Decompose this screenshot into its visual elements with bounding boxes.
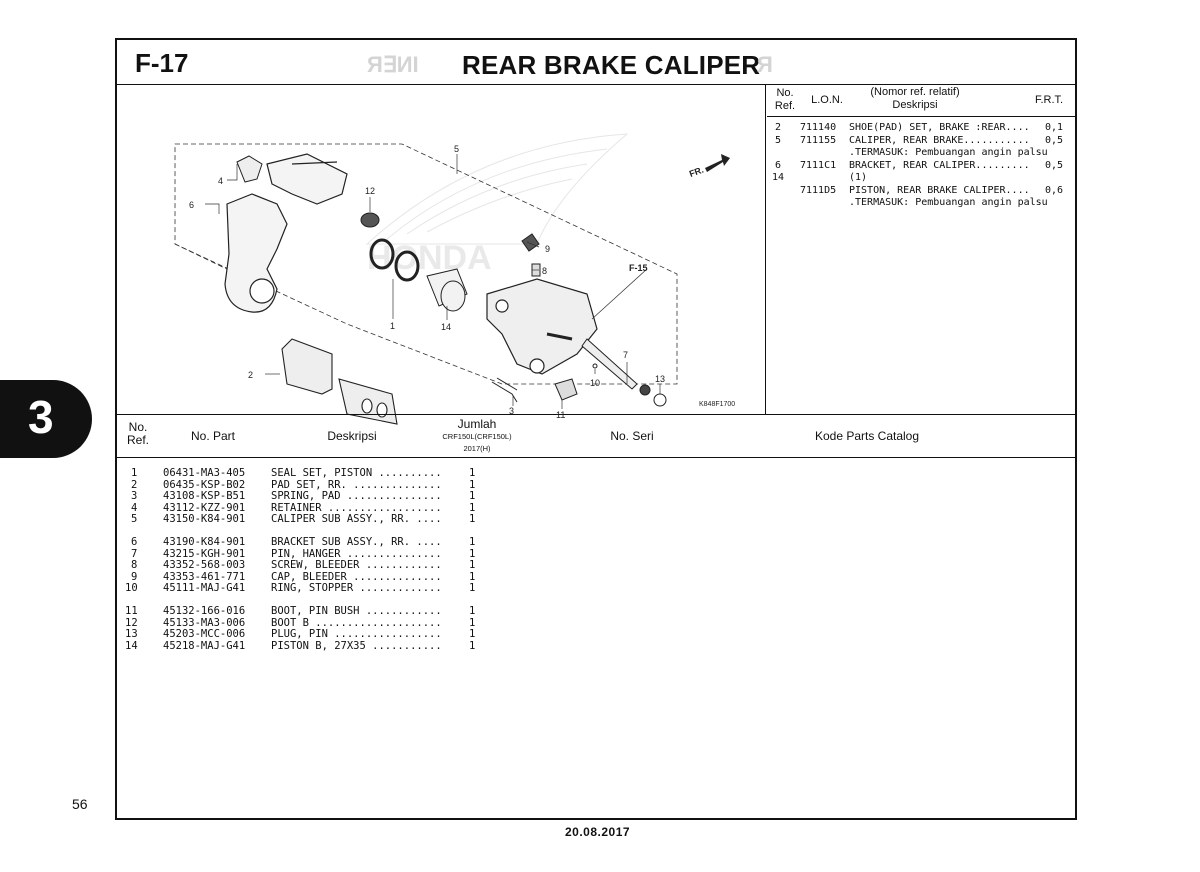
reference-table: No. Ref. L.O.N. (Nomor ref. relatif) Des…: [767, 84, 1075, 414]
front-direction-arrow: [705, 154, 730, 172]
callout-3: 3: [509, 406, 514, 416]
ref-row: .TERMASUK: Pembuangan angin palsu: [849, 147, 1048, 158]
parts-table-header: No. Ref. No. Part Deskripsi Jumlah CRF15…: [117, 414, 1075, 458]
callout-4: 4: [218, 176, 223, 186]
svg-text:HONDA: HONDA: [367, 239, 492, 277]
figure-code: F-17: [135, 48, 189, 78]
callout-9: 9: [545, 244, 550, 254]
catalog-page-frame: F-17 Я∃ИI REAR BRAKE CALIPER Я HONDA: [115, 38, 1077, 820]
page-title: REAR BRAKE CALIPER: [462, 50, 761, 80]
callout-13: 13: [655, 374, 665, 384]
callout-14: 14: [441, 322, 451, 332]
plug-and-ring-parts: [592, 363, 667, 407]
parts-header-no-seri: No. Seri: [610, 429, 654, 443]
caliper-body-part: [486, 278, 598, 375]
seal-rings: [369, 238, 420, 282]
callout-2: 2: [248, 370, 253, 380]
ghost-mirror-text-right: Я: [757, 52, 773, 77]
row-group-gap: [117, 595, 1075, 606]
callout-7: 7: [623, 350, 628, 360]
section-tab-number: 3: [28, 391, 54, 443]
honda-wing-watermark: HONDA: [365, 133, 629, 277]
callout-12: 12: [365, 186, 375, 196]
ref-row: 14(1): [772, 172, 868, 183]
pad-spring-part: [491, 377, 518, 403]
parts-header-catalog: Kode Parts Catalog: [814, 429, 920, 443]
callout-1: 1: [390, 321, 395, 331]
bracket-part: [224, 153, 348, 313]
ref-header-lon: L.O.N.: [811, 94, 843, 106]
piston-part: [426, 268, 468, 312]
parts-header-jumlah: Jumlah: [457, 417, 497, 431]
ref-header-no-ref: No. Ref.: [774, 87, 796, 112]
ref-header-frt: F.R.T.: [1034, 94, 1064, 106]
callout-leader-lines: [205, 154, 661, 409]
callout-6: 6: [189, 200, 194, 210]
pin-bush-boot-part: [554, 378, 578, 401]
parts-header-model: CRF150L(CRF150L): [442, 432, 512, 441]
brake-pads-part: [281, 338, 398, 425]
callout-8: 8: [542, 266, 547, 276]
ref-header-desc: (Nomor ref. relatif) Deskripsi: [870, 86, 960, 111]
parts-header-no-ref: No. Ref.: [126, 420, 149, 447]
boot-part: [360, 212, 380, 228]
caliper-exploded-view: HONDA: [174, 133, 735, 425]
direction-label: FR.: [688, 165, 705, 179]
ref-figure-label: F-15: [629, 263, 648, 273]
exploded-diagram: HONDA: [117, 84, 766, 425]
catalog-date: 20.08.2017: [565, 825, 631, 839]
row-group-gap: [117, 526, 1075, 537]
parts-header-desc: Deskripsi: [327, 429, 377, 443]
page-number: 56: [72, 796, 88, 812]
callout-11: 11: [556, 410, 565, 420]
parts-header-no-part: No. Part: [190, 429, 235, 443]
callout-5: 5: [454, 144, 459, 154]
page-header: F-17 Я∃ИI REAR BRAKE CALIPER Я: [117, 40, 1075, 85]
diagram-image-code: K848F1700: [699, 401, 735, 408]
reference-table-header: No. Ref. L.O.N. (Nomor ref. relatif) Des…: [767, 84, 1075, 117]
ghost-mirror-text-left: Я∃ИI: [367, 52, 419, 77]
pin-hanger-part: [581, 338, 638, 390]
retainer-part: [236, 155, 263, 183]
callout-numbers: 5 4 6 12 1 14 9 8 7 13 10 3 11 2: [189, 144, 665, 420]
ref-row: .TERMASUK: Pembuangan angin palsu: [849, 197, 1048, 208]
callout-10: 10: [590, 378, 600, 388]
section-tab: 3: [0, 380, 92, 458]
parts-header-year: 2017(H): [463, 444, 491, 453]
